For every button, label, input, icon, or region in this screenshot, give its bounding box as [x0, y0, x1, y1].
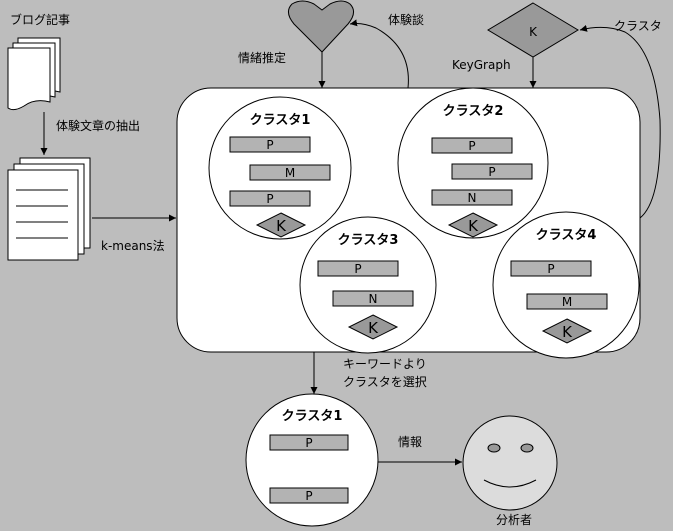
cluster-4-bar-1-label: P: [547, 262, 554, 276]
cluster-1-key-label: K: [276, 217, 287, 235]
cluster-top-right-label: クラスタ: [614, 19, 662, 33]
cluster-4-bar-1: [510, 260, 592, 277]
cluster-2-bar-1-label: P: [468, 139, 475, 153]
emotion-estimation-label: 情緒推定: [238, 50, 286, 65]
cluster-3-bar-2-label: N: [369, 292, 378, 306]
cluster-1-bar-1: [229, 136, 311, 153]
blog-posts-icon: [7, 37, 61, 111]
cluster-2-bar-2: [451, 163, 533, 180]
cluster-4-circle: [492, 211, 640, 359]
analyst-label: 分析者: [496, 513, 532, 527]
select-label-line2: クラスタを選択: [343, 375, 427, 389]
cluster-4-title: クラスタ4: [536, 228, 597, 243]
cluster-3-bar-1: [317, 260, 399, 277]
cluster-3-bar-1-label: P: [354, 262, 361, 276]
experience-talk-label: 体験談: [388, 12, 424, 27]
select-label-line1: キーワードより: [343, 357, 427, 371]
extract-experience-label: 体験文章の抽出: [56, 118, 140, 133]
experience-docs-icon: [7, 157, 91, 261]
cluster-3-key-label: K: [368, 319, 379, 337]
cluster-4-key-label: K: [562, 323, 573, 341]
selected-bar-1-label: P: [305, 436, 312, 450]
analyst-face-icon: [462, 415, 558, 511]
cluster-feedback-arrow: [579, 24, 661, 219]
keygraph-node: K: [487, 2, 579, 58]
cluster-1-bar-3: [229, 190, 311, 207]
cluster-4-key-icon: [541, 318, 593, 344]
selected-bar-2-label: P: [305, 489, 312, 503]
cluster-2-bar-1: [431, 137, 513, 154]
blog-posts-label: ブログ記事: [10, 12, 70, 27]
cluster-2-bar-3-label: N: [468, 191, 477, 205]
cluster-1-bar-3-label: P: [266, 192, 273, 206]
cluster-3-key-icon: [347, 314, 399, 340]
kmeans-label: k-means法: [101, 239, 165, 253]
selected-cluster-title: クラスタ1: [282, 409, 343, 424]
selected-bar-1: [269, 434, 349, 451]
cluster-2-key-label: K: [468, 217, 479, 235]
selected-cluster: クラスタ1 P P: [245, 393, 379, 527]
selected-bar-2: [269, 487, 349, 504]
information-label: 情報: [398, 435, 422, 449]
cluster-1-key-icon: [255, 212, 307, 238]
cluster-2-bar-2-label: P: [488, 165, 495, 179]
cluster-1-bar-1-label: P: [266, 138, 273, 152]
cluster-2-key-icon: [447, 212, 499, 238]
experience-talk-arrow: [349, 19, 409, 89]
keygraph-label: KeyGraph: [452, 58, 511, 72]
cluster-4-bar-2-label: M: [562, 295, 572, 309]
cluster-1-bar-2: [249, 164, 331, 181]
cluster-3-bar-2: [332, 290, 414, 307]
cluster-4-bar-2: [526, 293, 608, 310]
cluster-2-title: クラスタ2: [443, 104, 504, 119]
cluster-1-title: クラスタ1: [250, 113, 311, 128]
keygraph-node-label: K: [529, 25, 538, 39]
cluster-3-circle: [299, 216, 437, 354]
cluster-2-bar-3: [431, 189, 513, 206]
cluster-1-bar-2-label: M: [285, 166, 295, 180]
heart-icon: [288, 0, 354, 53]
cluster-3-title: クラスタ3: [338, 233, 399, 248]
